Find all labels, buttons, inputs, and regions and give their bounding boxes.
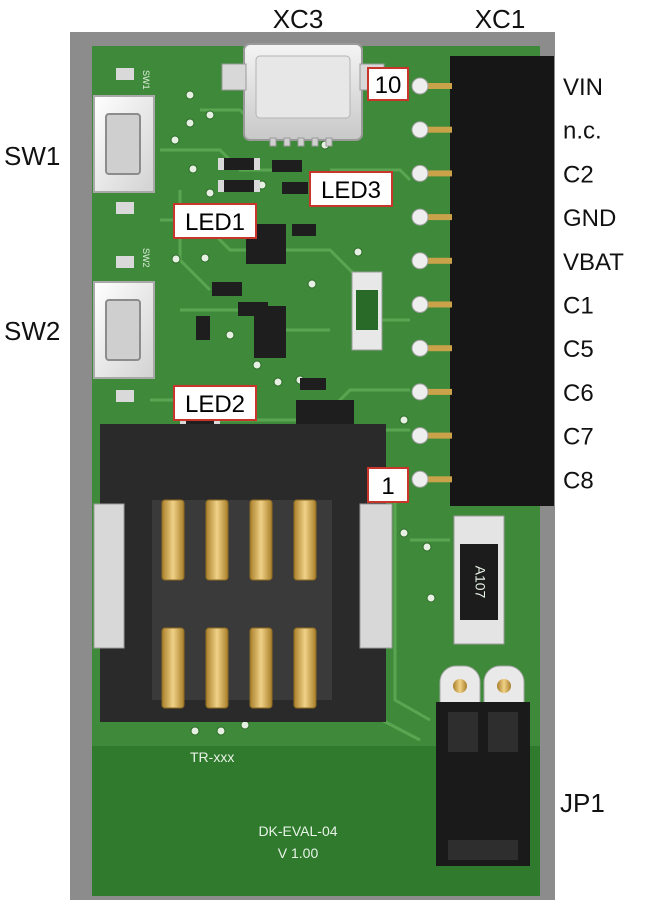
label-jp1: JP1 [560,788,605,818]
silk-version: V 1.00 [278,845,319,861]
led1-box: LED1 [173,203,257,239]
led1-label: LED1 [185,209,245,236]
pin-label: C7 [563,424,594,451]
sim-card-holder [93,424,393,722]
pin-label: C1 [563,293,594,320]
resistor-label: A107 [472,566,488,599]
led2-box: LED2 [173,385,257,421]
jumper-jp1 [436,665,530,866]
resistor-a107: A107 [453,515,505,645]
silk-sw2: SW2 [141,248,151,268]
silk-sw1: SW1 [141,70,151,90]
pin-pad [411,470,452,488]
pin-pad [411,383,452,401]
pin-pad [411,208,452,226]
pin-label: GND [563,205,616,232]
silk-tr: TR-xxx [190,749,234,765]
pin-pads [411,77,452,488]
usb-connector-xc3 [221,43,385,147]
label-xc1: XC1 [475,4,526,34]
label-sw1: SW1 [4,141,60,171]
pin-header-xc1 [450,56,554,506]
pin-label: C5 [563,336,594,363]
pin-pad [411,296,452,313]
pin-pad [411,427,452,445]
label-xc3: XC3 [273,4,324,34]
led3-box: LED3 [309,171,393,207]
switch-sw1: SW1 [93,68,155,214]
led2-label: LED2 [185,391,245,418]
pin-pad [411,77,452,95]
pin-label: C6 [563,380,594,407]
pin-label: C8 [563,467,594,494]
pin-1-label: 1 [381,473,394,500]
pin-10-label: 10 [375,72,402,99]
pin-pad [411,164,452,182]
label-sw2: SW2 [4,316,60,346]
led3-label: LED3 [321,177,381,204]
pin-label: C2 [563,161,594,188]
switch-sw2: SW2 [93,248,155,402]
pin-pad [411,252,452,270]
pin-label: VBAT [563,249,624,276]
pin-label: n.c. [563,118,602,145]
pin-label: VIN [563,74,603,101]
silk-board: DK-EVAL-04 [258,823,337,839]
pin-pad [411,121,452,139]
pin-10-box: 10 [367,67,409,101]
pin-pad [411,339,452,357]
pin-1-box: 1 [367,467,409,503]
